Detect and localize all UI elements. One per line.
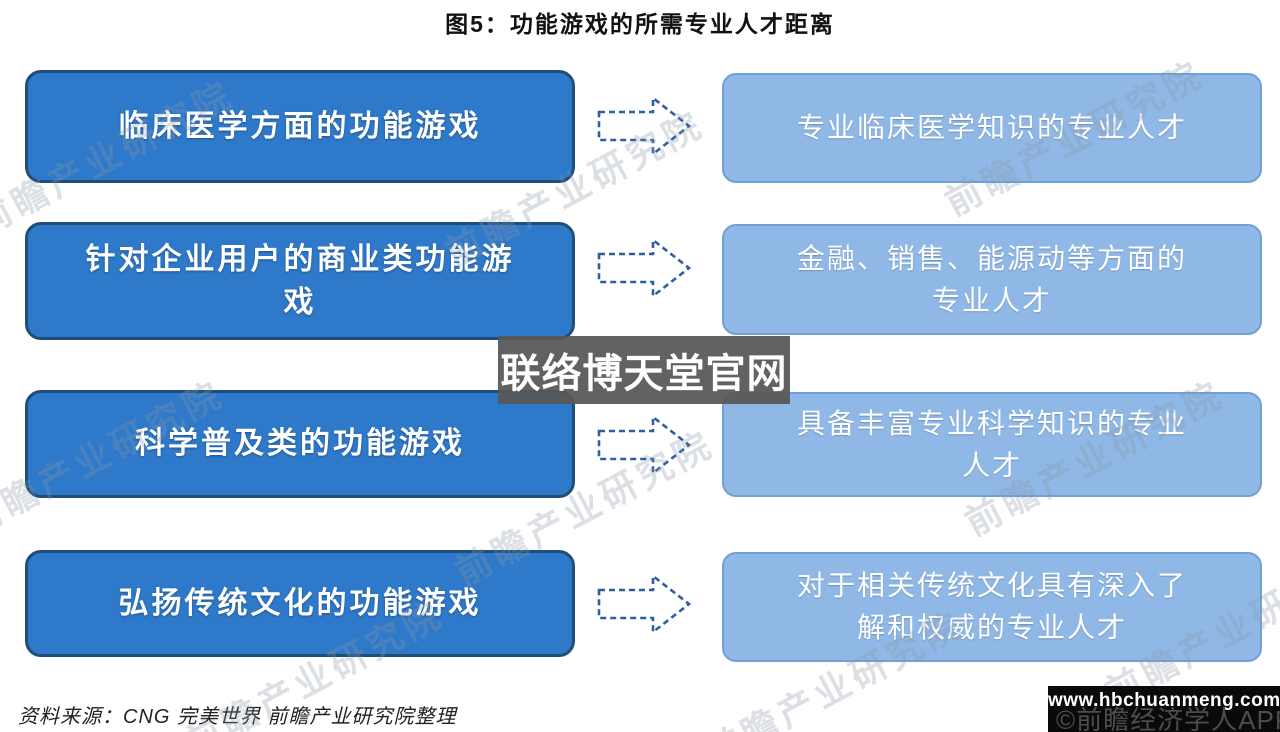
left-box-clinical: 临床医学方面的功能游戏 <box>25 70 575 183</box>
dashed-arrow-right-icon <box>597 414 692 476</box>
qianzhan-app-watermark: ©前瞻经济学人APP <box>1056 705 1280 732</box>
center-watermark-overlay: 联络博天堂官网 <box>498 336 790 404</box>
left-box-business: 针对企业用户的商业类功能游戏 <box>25 222 575 340</box>
dashed-arrow-right-icon <box>597 237 692 299</box>
left-box-culture: 弘扬传统文化的功能游戏 <box>25 550 575 657</box>
right-box-culture-talent: 对于相关传统文化具有深入了解和权威的专业人才 <box>722 552 1262 662</box>
source-note: 资料来源：CNG 完美世界 前瞻产业研究院整理 <box>18 706 457 728</box>
right-box-science-talent: 具备丰富专业科学知识的专业人才 <box>722 392 1262 497</box>
dashed-arrow-right-icon <box>597 573 692 635</box>
right-box-business-talent: 金融、销售、能源动等方面的专业人才 <box>722 224 1262 335</box>
center-watermark-text: 联络博天堂官网 <box>500 352 788 396</box>
dashed-arrow-right-icon <box>597 95 692 157</box>
right-box-clinical-talent: 专业临床医学知识的专业人才 <box>722 73 1262 183</box>
bottom-right-url-box: www.hbchuanmeng.com <box>1048 686 1280 732</box>
figure-title: 图5：功能游戏的所需专业人才距离 <box>445 11 835 37</box>
bottom-right-url: www.hbchuanmeng.com <box>1048 690 1280 711</box>
left-box-science: 科学普及类的功能游戏 <box>25 390 575 498</box>
